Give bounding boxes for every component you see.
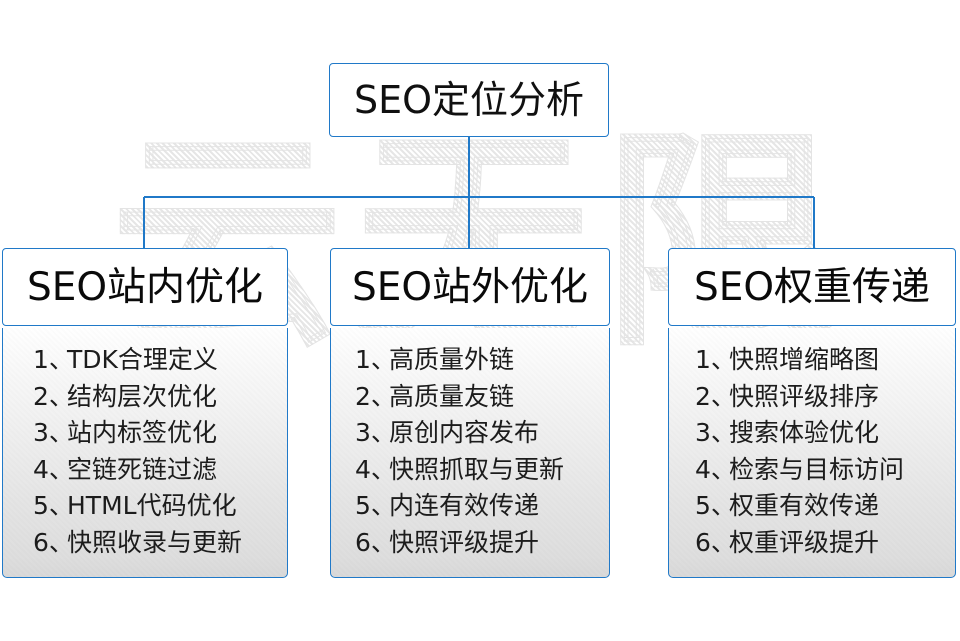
- column-header-0[interactable]: SEO站内优化: [2, 248, 288, 326]
- list-item-index: 5、: [355, 491, 396, 520]
- list-item: 2、 快照评级排序: [669, 379, 955, 416]
- list-item-index: 1、: [695, 345, 736, 374]
- list-item-index: 6、: [695, 527, 736, 557]
- list-item: 2、 高质量友链: [331, 379, 609, 416]
- list-item-label: 搜索体验优化: [729, 418, 880, 447]
- list-item-label: 空链死链过滤: [67, 454, 218, 484]
- column-body-1: 1、 高质量外链 2、 高质量友链 3、 原创内容发布 4、 快照抓取与更新 5…: [330, 328, 610, 578]
- list-item: 5、 内连有效传递: [331, 488, 609, 525]
- list-item: 4、 快照抓取与更新: [331, 452, 609, 489]
- column-seo-onsite: SEO站内优化 1、 TDK合理定义 2、 结构层次优化 3、 站内标签优化 4…: [2, 248, 288, 578]
- list-item-index: 2、: [355, 381, 396, 411]
- list-item-label: 快照评级提升: [389, 527, 540, 557]
- list-item-index: 5、: [695, 491, 736, 520]
- column-header-2[interactable]: SEO权重传递: [668, 248, 956, 326]
- column-body-2: 1、 快照增缩略图 2、 快照评级排序 3、 搜索体验优化 4、 检索与目标访问…: [668, 328, 956, 578]
- list-item-index: 2、: [695, 381, 736, 411]
- list-item: 4、 检索与目标访问: [669, 452, 955, 489]
- list-item-index: 6、: [355, 527, 396, 557]
- list-item-index: 6、: [33, 527, 74, 557]
- list-item: 5、 权重有效传递: [669, 488, 955, 525]
- list-item-index: 3、: [355, 418, 396, 447]
- column-seo-offsite: SEO站外优化 1、 高质量外链 2、 高质量友链 3、 原创内容发布 4、 快: [330, 248, 610, 578]
- root-node[interactable]: SEO定位分析: [329, 63, 609, 137]
- list-item: 6、 快照收录与更新: [3, 525, 287, 562]
- list-item-label: TDK合理定义: [67, 345, 218, 374]
- list-item-label: 快照抓取与更新: [389, 454, 565, 484]
- list-item-index: 3、: [33, 418, 74, 447]
- list-item-label: 检索与目标访问: [729, 454, 905, 484]
- column-list-0: 1、 TDK合理定义 2、 结构层次优化 3、 站内标签优化 4、 空链死链过滤…: [3, 342, 287, 561]
- list-item-label: 内连有效传递: [389, 491, 540, 520]
- root-node-title: SEO定位分析: [353, 78, 585, 122]
- list-item: 5、 HTML代码优化: [3, 488, 287, 525]
- list-item: 4、 空链死链过滤: [3, 452, 287, 489]
- list-item-label: 结构层次优化: [67, 381, 218, 411]
- list-item: 2、 结构层次优化: [3, 379, 287, 416]
- list-item-label: 高质量友链: [389, 381, 515, 411]
- list-item: 1、 快照增缩略图: [669, 342, 955, 379]
- list-item-label: 原创内容发布: [389, 418, 540, 447]
- list-item-label: 高质量外链: [389, 345, 515, 374]
- list-item-label: 快照增缩略图: [729, 345, 880, 374]
- list-item-index: 5、: [33, 491, 74, 520]
- list-item-index: 4、: [355, 454, 396, 484]
- list-item-label: 权重有效传递: [729, 491, 880, 520]
- list-item-label: 站内标签优化: [67, 418, 218, 447]
- list-item: 6、 快照评级提升: [331, 525, 609, 562]
- list-item-index: 4、: [695, 454, 736, 484]
- list-item-index: 4、: [33, 454, 74, 484]
- column-body-0: 1、 TDK合理定义 2、 结构层次优化 3、 站内标签优化 4、 空链死链过滤…: [2, 328, 288, 578]
- list-item-index: 1、: [355, 345, 396, 374]
- list-item-index: 1、: [33, 345, 74, 374]
- column-list-2: 1、 快照增缩略图 2、 快照评级排序 3、 搜索体验优化 4、 检索与目标访问…: [669, 342, 955, 561]
- list-item-index: 3、: [695, 418, 736, 447]
- list-item: 1、 高质量外链: [331, 342, 609, 379]
- list-item-label: 快照收录与更新: [67, 527, 243, 557]
- list-item-label: HTML代码优化: [67, 491, 237, 520]
- list-item-label: 快照评级排序: [729, 381, 880, 411]
- column-title-1: SEO站外优化: [351, 264, 589, 310]
- list-item: 3、 原创内容发布: [331, 415, 609, 452]
- column-seo-weight-transfer: SEO权重传递 1、 快照增缩略图 2、 快照评级排序 3、 搜索体验优化 4、: [668, 248, 956, 578]
- list-item-index: 2、: [33, 381, 74, 411]
- column-list-1: 1、 高质量外链 2、 高质量友链 3、 原创内容发布 4、 快照抓取与更新 5…: [331, 342, 609, 561]
- list-item: 1、 TDK合理定义: [3, 342, 287, 379]
- column-header-1[interactable]: SEO站外优化: [330, 248, 610, 326]
- list-item: 6、 权重评级提升: [669, 525, 955, 562]
- column-title-2: SEO权重传递: [693, 264, 931, 310]
- list-item: 3、 站内标签优化: [3, 415, 287, 452]
- list-item: 3、 搜索体验优化: [669, 415, 955, 452]
- column-title-0: SEO站内优化: [26, 264, 264, 310]
- list-item-label: 权重评级提升: [729, 527, 880, 557]
